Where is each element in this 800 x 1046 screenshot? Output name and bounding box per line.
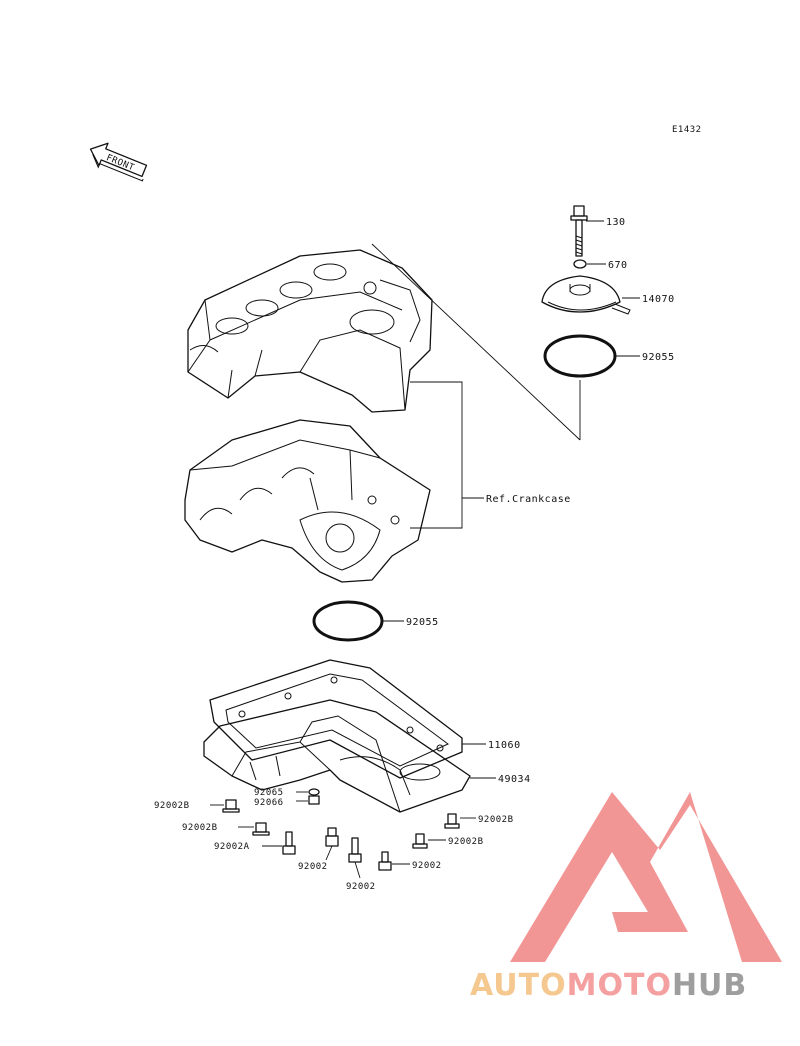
label-14070: 14070	[642, 294, 675, 305]
washer-92066	[308, 788, 320, 796]
label-92002-3: 92002	[412, 861, 442, 871]
bolt-92002-2	[348, 837, 362, 863]
label-130: 130	[606, 217, 626, 228]
watermark-auto: AUTO	[470, 968, 567, 1003]
label-92002b-1: 92002B	[154, 801, 190, 811]
plug-92065	[308, 795, 320, 805]
bolt-92002-1	[325, 827, 339, 847]
label-11060: 11060	[488, 740, 521, 751]
o-ring-92055-mid	[312, 600, 384, 642]
label-92002b-2: 92002B	[182, 823, 218, 833]
label-92066: 92066	[254, 798, 284, 808]
label-670: 670	[608, 260, 628, 271]
label-92002-1: 92002	[298, 862, 328, 872]
label-92055-mid: 92055	[406, 617, 439, 628]
bolt-92002-3	[378, 851, 392, 871]
bolt-92002b-1	[222, 799, 240, 813]
label-ref-crankcase: Ref.Crankcase	[486, 494, 571, 505]
label-92002b-4: 92002B	[448, 837, 484, 847]
o-ring-92055-top	[543, 334, 617, 378]
bolt-92002b-4	[412, 833, 428, 849]
watermark-moto: MOTO	[567, 968, 672, 1003]
bolt-92002b-2	[252, 822, 270, 836]
o-ring-670	[573, 259, 587, 269]
bolt-92002b-3	[444, 813, 460, 829]
diagram-code: E1432	[672, 125, 702, 135]
label-92002-2: 92002	[346, 882, 376, 892]
label-92002b-3: 92002B	[478, 815, 514, 825]
watermark-hub: HUB	[672, 968, 747, 1003]
label-92002a: 92002A	[214, 842, 250, 852]
label-49034: 49034	[498, 774, 531, 785]
label-92055-top: 92055	[642, 352, 675, 363]
upper-crankcase	[187, 249, 433, 413]
bolt-92002a	[282, 831, 296, 855]
automotohub-logo-icon	[510, 792, 782, 962]
bolt-130	[570, 205, 588, 257]
front-arrow-icon: FRONT	[89, 142, 148, 182]
watermark-text: AUTOMOTOHUB	[470, 968, 747, 1003]
logo-triangle	[510, 792, 782, 962]
label-92065: 92065	[254, 788, 284, 798]
cover-14070	[541, 275, 631, 315]
oil-pan-49034	[203, 699, 471, 813]
front-label: FRONT	[105, 153, 136, 173]
lower-crankcase	[184, 419, 431, 583]
